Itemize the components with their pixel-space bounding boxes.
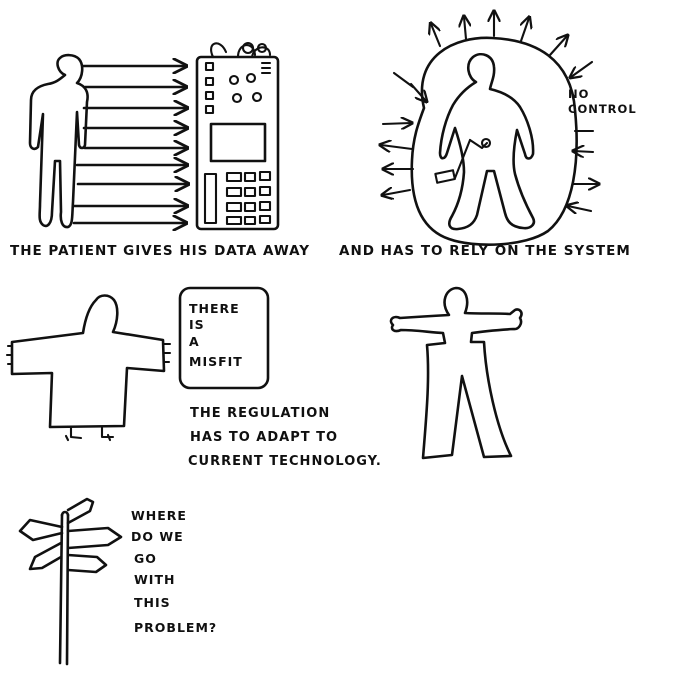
caption-patient-gives-data: THE PATIENT GIVES HIS DATA AWAY	[10, 243, 310, 259]
question-line-6: PROBLEM?	[134, 620, 217, 635]
question-line-4: WITH	[134, 572, 175, 587]
caption-rely-on-system: AND HAS TO RELY ON THE SYSTEM	[339, 243, 631, 259]
misfit-line-3: A	[189, 334, 200, 349]
regulation-line-2: HAS TO ADAPT TO	[190, 430, 338, 445]
misfit-line-4: MISFIT	[189, 354, 243, 369]
data-device-icon	[197, 43, 278, 229]
question-line-2: DO WE	[131, 529, 184, 544]
no-control-label-line1: NO	[568, 87, 589, 101]
data-arrows	[73, 66, 187, 223]
oversized-trousers-figure-icon	[391, 288, 521, 458]
question-line-3: GO	[134, 551, 157, 566]
regulation-line-3: CURRENT TECHNOLOGY.	[188, 454, 382, 469]
signpost-icon	[20, 499, 121, 664]
regulation-line-1: THE REGULATION	[190, 406, 330, 421]
oversized-coat-figure-icon	[7, 296, 170, 441]
no-control-label-line2: CONTROL	[568, 102, 637, 116]
question-line-1: WHERE	[131, 508, 187, 523]
question-line-5: THIS	[134, 595, 171, 610]
bubble-person-icon	[435, 54, 534, 229]
patient-figure-icon	[30, 55, 88, 227]
misfit-line-2: IS	[189, 317, 205, 332]
misfit-line-1: THERE	[189, 301, 240, 316]
outward-pressure-arrows	[381, 12, 598, 211]
